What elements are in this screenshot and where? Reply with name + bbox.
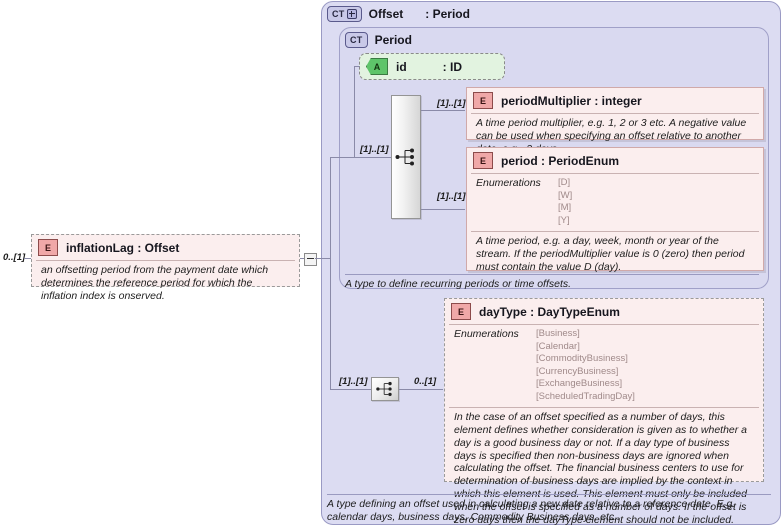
enumeration-value: [Business] <box>536 328 580 339</box>
complextype-period-header[interactable]: CT Period <box>345 32 412 48</box>
connector-period-trunk <box>354 66 355 158</box>
connector-to-period <box>421 209 465 210</box>
connector-to-attribute <box>354 66 360 67</box>
enumeration-value: [M] <box>558 202 572 214</box>
enumeration-value: [ScheduledTradingDay] <box>536 390 635 402</box>
connector-inflationlag-left <box>24 258 32 259</box>
connector-expander-to-container <box>315 258 331 259</box>
element-period-enumerations: Enumerations [D] [W] [M] [Y] <box>471 173 759 231</box>
complextype-period-documentation: A type to define recurring periods or ti… <box>345 274 759 291</box>
element-inflationlag-header: E inflationLag : Offset <box>32 235 299 260</box>
connector-offset-to-sequence <box>330 389 371 390</box>
enumeration-value: [ExchangeBusiness] <box>536 378 623 390</box>
connector-offset-trunk <box>330 157 331 389</box>
enumeration-value: [D] <box>558 177 571 188</box>
element-periodmultiplier-header: E periodMultiplier : integer <box>467 88 763 113</box>
element-daytype-documentation: In the case of an offset specified as a … <box>449 407 759 530</box>
enumeration-value: [Y] <box>558 214 570 226</box>
cardinality-offset-group: [1]..[1] <box>339 376 368 387</box>
sequence-icon <box>395 148 414 166</box>
element-daytype-header: E dayType : DayTypeEnum <box>445 299 763 324</box>
element-inflationlag-box[interactable]: E inflationLag : Offset an offsetting pe… <box>31 234 300 302</box>
element-daytype-enumerations: Enumerations [Business] [Calendar] [Comm… <box>449 324 759 407</box>
element-icon: E <box>38 239 58 256</box>
connector-offset-top <box>330 157 354 158</box>
complextype-offset-documentation: A type defining an offset used in calcul… <box>327 494 771 524</box>
element-period-box[interactable]: E period : PeriodEnum Enumerations [D] [… <box>466 147 764 273</box>
element-period-header: E period : PeriodEnum <box>467 148 763 173</box>
enumeration-value: [Calendar] <box>536 340 580 352</box>
enumeration-value: [CurrencyBusiness] <box>536 365 619 377</box>
attribute-icon: A <box>366 58 388 75</box>
complextype-badge-label: CT <box>350 34 363 45</box>
enumerations-values: [Business] [Calendar] [CommodityBusiness… <box>536 328 635 403</box>
complextype-badge-label: CT <box>332 8 345 19</box>
element-periodmultiplier-name: periodMultiplier : integer <box>501 93 642 108</box>
connector-to-periodmultiplier <box>421 110 465 111</box>
attribute-id-box[interactable]: A id: ID <box>359 53 505 80</box>
cardinality-daytype: 0..[1] <box>414 376 437 387</box>
sequence-compositor-period[interactable] <box>391 95 421 219</box>
element-period-documentation: A time period, e.g. a day, week, month o… <box>471 231 759 277</box>
enumerations-label: Enumerations <box>476 177 541 189</box>
complextype-offset-header[interactable]: CT Offset: Period <box>327 6 470 22</box>
cardinality-period-group: [1]..[1] <box>360 144 389 155</box>
plus-icon[interactable] <box>346 9 357 19</box>
complextype-icon[interactable]: CT <box>345 32 368 48</box>
complextype-period-title: Period <box>374 33 412 47</box>
sequence-icon <box>376 381 392 397</box>
enumerations-label: Enumerations <box>454 328 519 340</box>
connector-to-daytype <box>399 389 443 390</box>
cardinality-inflationlag: 0..[1] <box>3 252 26 263</box>
cardinality-periodmultiplier: [1]..[1] <box>437 98 466 109</box>
complextype-offset-title: Offset: Period <box>368 7 470 21</box>
enumeration-value: [W] <box>558 189 573 201</box>
element-period-name: period : PeriodEnum <box>501 153 620 168</box>
connector-to-sequence <box>354 157 391 158</box>
minus-expander-icon[interactable] <box>304 253 317 266</box>
attribute-id-label: id: ID <box>396 59 463 74</box>
enumerations-values: [D] [W] [M] [Y] <box>558 177 572 227</box>
element-icon: E <box>451 303 471 320</box>
element-inflationlag-name: inflationLag : Offset <box>66 240 180 255</box>
connector-inflationlag-right <box>300 258 305 259</box>
complextype-expanded-icon[interactable]: CT <box>327 6 362 22</box>
element-daytype-name: dayType : DayTypeEnum <box>479 304 620 319</box>
element-icon: E <box>473 152 493 169</box>
cardinality-period-enum: [1]..[1] <box>437 191 466 202</box>
element-periodmultiplier-box[interactable]: E periodMultiplier : integer A time peri… <box>466 87 764 155</box>
enumeration-value: [CommodityBusiness] <box>536 353 628 365</box>
element-daytype-box[interactable]: E dayType : DayTypeEnum Enumerations [Bu… <box>444 298 764 526</box>
sequence-compositor-offset[interactable] <box>371 377 399 401</box>
element-icon: E <box>473 92 493 109</box>
element-inflationlag-documentation: an offsetting period from the payment da… <box>36 260 295 306</box>
